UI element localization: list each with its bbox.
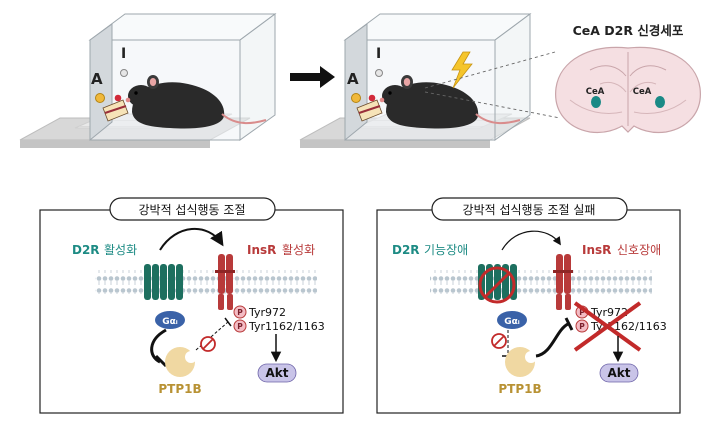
phospho-circle	[233, 319, 247, 333]
brain-section-icon	[555, 46, 701, 134]
cue-light-inactive	[120, 69, 128, 77]
phospho-p2: P	[237, 322, 243, 331]
cea-label-right: CeA	[633, 87, 652, 97]
insr-receptor-icon	[215, 254, 235, 310]
phospho-p1: P	[237, 308, 243, 317]
site-tyr972: Tyr972	[248, 306, 286, 319]
mouse-icon	[379, 75, 521, 129]
cell-membrane	[95, 270, 317, 294]
behavior-chamber-before: A I	[19, 13, 277, 148]
akt-node	[599, 363, 639, 383]
g-protein-icon	[155, 311, 185, 329]
strong-inhibition-line	[535, 322, 569, 358]
insr-label: InsR	[247, 243, 276, 257]
chamber-label-a: A	[91, 70, 103, 88]
cea-label-left: CeA	[586, 87, 605, 97]
blocked-icon	[200, 336, 216, 352]
d2r-state: 기능장애	[424, 243, 468, 257]
insr-state: 신호장애	[617, 243, 661, 257]
phospho-circle	[575, 319, 589, 333]
neuron-title: CeA D2R 신경세포	[573, 23, 684, 38]
shock-lightning-icon	[451, 51, 473, 89]
phospho-circle	[233, 305, 247, 319]
d2r-label: D2R	[392, 243, 420, 257]
insr-label: InsR	[582, 243, 611, 257]
cea-right-dot	[655, 96, 665, 108]
d2r-blocked-icon	[478, 266, 516, 304]
g-protein-label: Gαᵢ	[504, 317, 520, 327]
chamber-label-i: I	[121, 46, 126, 62]
phospho-p2: P	[579, 322, 585, 331]
cake-reward-icon	[102, 94, 129, 122]
d2r-state: 활성화	[104, 243, 137, 257]
ptp1b-label: PTP1B	[498, 382, 541, 396]
g-protein-icon	[497, 311, 527, 329]
akt-node	[257, 363, 297, 383]
akt-label: Akt	[607, 366, 630, 380]
ptp1b-label: PTP1B	[158, 382, 201, 396]
g-protein-label: Gαᵢ	[162, 317, 178, 327]
zoom-line	[424, 51, 556, 89]
zoom-line	[424, 91, 561, 119]
site-tyr972: Tyr972	[590, 306, 628, 319]
cea-left-dot	[591, 96, 601, 108]
insr-receptor-icon	[553, 254, 573, 310]
failure-cross-icon	[573, 301, 642, 352]
weak-activation-arrow	[501, 230, 561, 251]
behavior-chamber-after: A I	[299, 13, 532, 148]
g-protein-activation-arrow	[150, 328, 167, 364]
d2r-receptor-icon	[144, 264, 183, 300]
blocked-icon	[491, 333, 507, 349]
insr-state: 활성화	[282, 243, 315, 257]
cell-membrane	[430, 270, 652, 294]
cue-light-inactive	[375, 69, 383, 77]
chamber-label-a: A	[347, 70, 359, 88]
activation-arrow	[159, 228, 224, 251]
right-box-title: 강박적 섭식행동 조절 실패	[463, 202, 596, 217]
right-pathway-panel: 강박적 섭식행동 조절 실패 D2R 기능장애 InsR 신호장애 P	[376, 197, 681, 414]
left-box-title: 강박적 섭식행동 조절	[139, 202, 246, 217]
chamber-label-i: I	[376, 46, 381, 62]
mouse-icon	[125, 75, 267, 129]
phospho-p1: P	[579, 308, 585, 317]
transition-arrow	[290, 66, 335, 88]
ptp1b-icon	[165, 347, 197, 377]
ptp1b-icon	[505, 347, 537, 377]
cue-light-active	[95, 93, 105, 103]
cue-light-active	[351, 93, 361, 103]
left-pathway-panel: 강박적 섭식행동 조절 D2R 활성화 InsR 활성화 P P Tyr972 …	[39, 197, 344, 414]
site-tyr1162: Tyr1162/1163	[248, 320, 325, 333]
d2r-label: D2R	[72, 243, 100, 257]
cake-reward-icon	[356, 94, 383, 122]
akt-label: Akt	[265, 366, 288, 380]
